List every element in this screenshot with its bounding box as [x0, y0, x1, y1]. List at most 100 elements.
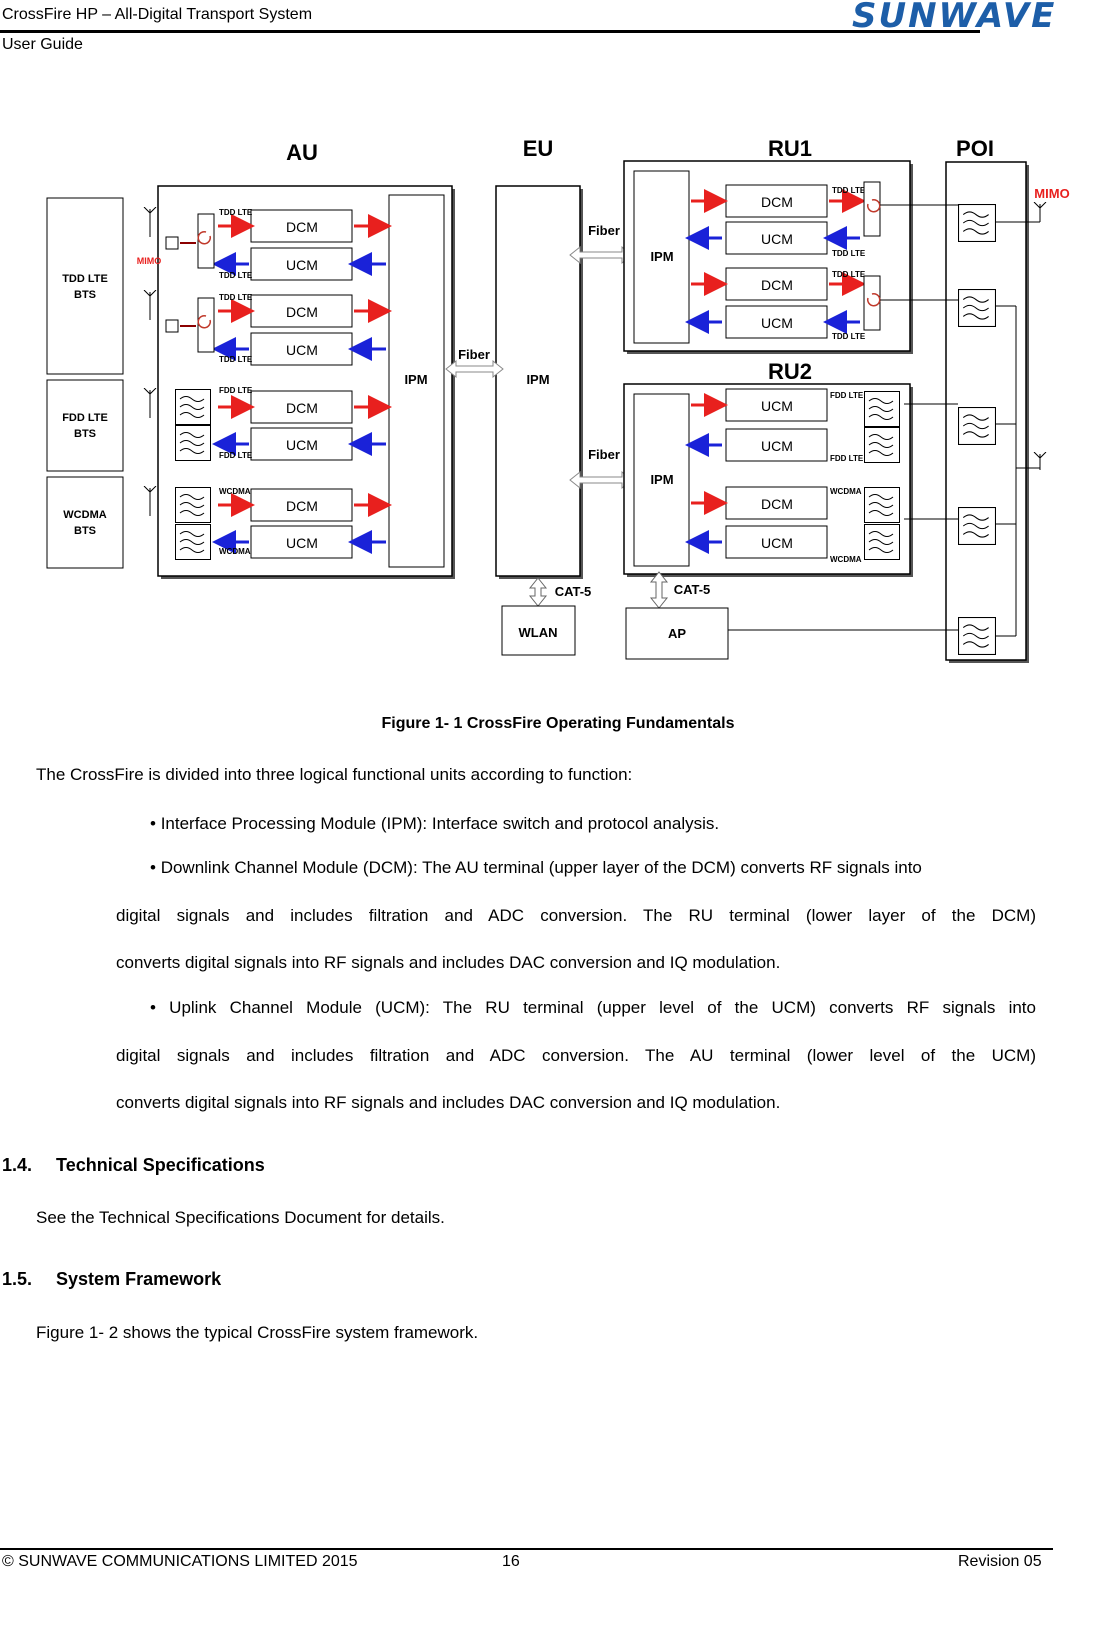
- ru2-row-3-module-label: UCM: [761, 535, 793, 551]
- au-row-6-module-label: DCM: [286, 498, 318, 514]
- section-number: 1.5.: [2, 1269, 33, 1289]
- au-row-2-dcm-box: [250, 294, 353, 328]
- au-row-4-dcm-box: [250, 390, 353, 424]
- sunwave-logo: SUNWAVE: [852, 0, 1057, 36]
- bullet-dcm-line2: digital signals and includes filtration …: [116, 906, 1036, 925]
- crossfire-diagram: DCM TDD LTE UCM TDD LTE DCM TDD LTE UCM TDD LTE…: [46, 136, 1070, 663]
- ru2-row-2-module-label: DCM: [761, 496, 793, 512]
- wlan-box: [501, 605, 576, 656]
- bullet-ipm: • Interface Processing Module (IPM): Int…: [150, 814, 719, 834]
- au-row-4-band-label: FDD LTE: [219, 386, 253, 395]
- au-circulator-1: [197, 297, 215, 353]
- ru2-row-1-ucm-box: [725, 428, 828, 462]
- au-circulator-1-icon: [197, 315, 211, 329]
- au-row-2-band-label: TDD LTE: [219, 293, 253, 302]
- au-row-0-dcm-box: [250, 209, 353, 243]
- au-antenna-0: [143, 207, 157, 223]
- eu-wlan-cat5-arrow: [528, 577, 548, 607]
- ru2-filter-1: [864, 427, 900, 463]
- au-attenuator-1: [165, 319, 179, 333]
- bullet-dcm-line1: Downlink Channel Module (DCM): The AU te…: [160, 858, 922, 877]
- ru2-ipm-box: [633, 393, 690, 567]
- au-antenna-2: [143, 388, 157, 404]
- au-row-0-module-label: DCM: [286, 219, 318, 235]
- ru2-row-0-band-label: FDD LTE: [830, 391, 864, 400]
- ru2-row-2-dcm-box: [725, 486, 828, 520]
- ru1-row-2-band-label: TDD LTE: [832, 270, 866, 279]
- au-antenna-1: [143, 290, 157, 306]
- poi-filter-3: [958, 507, 996, 545]
- au-row-7-ucm-box: [250, 525, 353, 559]
- au-circulator-0-icon: [197, 231, 211, 245]
- ru2-row-1-band-label: FDD LTE: [830, 454, 864, 463]
- section-heading-system-framework: 1.5. System Framework: [2, 1269, 221, 1290]
- ru1-circulator-1-icon: [867, 293, 881, 307]
- ru1-row-0-dcm-box: [725, 184, 828, 218]
- bullet-dcm-line3: converts digital signals into RF signals…: [116, 953, 781, 972]
- tdd-bts-box: [46, 197, 124, 375]
- ru1-row-1-ucm-box: [725, 221, 828, 255]
- au-row-5-module-label: UCM: [286, 437, 318, 453]
- eu-ru2-fiber-arrow: [569, 470, 633, 490]
- ru2-row-1-module-label: UCM: [761, 438, 793, 454]
- ru2-ipm-label: IPM: [650, 472, 673, 487]
- document-subtitle: User Guide: [2, 36, 83, 53]
- ru1-row-0-module-label: DCM: [761, 194, 793, 210]
- ru1-row-1-module-label: UCM: [761, 231, 793, 247]
- tdd-bts-label-2: BTS: [74, 289, 96, 301]
- ru1-row-3-ucm-box: [725, 305, 828, 339]
- eu-ipm-label: IPM: [526, 372, 549, 387]
- au-ipm-box: [388, 194, 445, 568]
- section-title: Technical Specifications: [56, 1155, 265, 1175]
- au-filter-2: [175, 487, 211, 523]
- wlan-label: WLAN: [519, 625, 558, 640]
- fdd-bts-label-1: FDD LTE: [62, 412, 108, 424]
- au-eu-fiber-arrow: [445, 359, 504, 379]
- tdd-bts-label-1: TDD LTE: [62, 273, 108, 285]
- ap-label: AP: [668, 626, 686, 641]
- ru1-circulator-1: [863, 275, 881, 331]
- bullet-ucm: • Uplink Channel Module (UCM): The RU te…: [150, 998, 1036, 1018]
- poi-filter-1: [958, 289, 996, 327]
- footer-copyright: © SUNWAVE COMMUNICATIONS LIMITED 2015: [2, 1553, 358, 1570]
- section-number: 1.4.: [2, 1155, 33, 1175]
- au-row-3-band-label: TDD LTE: [219, 355, 253, 364]
- au-mimo-label: MIMO: [137, 256, 162, 266]
- au-row-5-band-label: FDD LTE: [219, 451, 253, 460]
- eu-wlan-cat5-label: CAT-5: [555, 584, 592, 599]
- au-row-3-module-label: UCM: [286, 342, 318, 358]
- ru1-row-1-band-label: TDD LTE: [832, 249, 866, 258]
- ru2-row-3-ucm-box: [725, 525, 828, 559]
- ru2-filter-3: [864, 524, 900, 560]
- au-row-6-band-label: WCDMA: [219, 487, 251, 496]
- bullet-ucm-line1: Uplink Channel Module (UCM): The RU term…: [169, 998, 1036, 1017]
- poi-filter-2: [958, 407, 996, 445]
- bullet-dot-icon: •: [150, 814, 161, 833]
- ru2-filter-0: [864, 391, 900, 427]
- document-title: CrossFire HP – All-Digital Transport Sys…: [2, 6, 313, 23]
- eu-ru1-fiber-arrow: [569, 245, 633, 265]
- au-row-2-module-label: DCM: [286, 304, 318, 320]
- au-ipm-label: IPM: [404, 372, 427, 387]
- ru1-row-3-module-label: UCM: [761, 315, 793, 331]
- au-attenuator-0: [165, 236, 179, 250]
- au-filter-1: [175, 425, 211, 461]
- wcdma-bts-label-1: WCDMA: [63, 509, 106, 521]
- au-eu-fiber-label: Fiber: [458, 347, 490, 362]
- ru2-ap-cat5-label: CAT-5: [674, 582, 711, 597]
- au-circulator-0: [197, 213, 215, 269]
- fdd-bts-box: [46, 379, 124, 472]
- poi-antenna: [1033, 452, 1047, 468]
- wcdma-bts-label-2: BTS: [74, 525, 96, 537]
- ru1-circulator-0-icon: [867, 199, 881, 213]
- bullet-ucm-line3: converts digital signals into RF signals…: [116, 1093, 781, 1112]
- ru2-ap-cat5-arrow: [649, 571, 669, 609]
- au-filter-3: [175, 524, 211, 560]
- footer-page-number: 16: [502, 1553, 520, 1570]
- section-title: System Framework: [56, 1269, 222, 1289]
- bullet-dot-icon: •: [150, 858, 161, 877]
- au-row-7-module-label: UCM: [286, 535, 318, 551]
- au-title: AU: [286, 140, 318, 165]
- footer-rule: [0, 1548, 1053, 1550]
- au-row-6-dcm-box: [250, 488, 353, 522]
